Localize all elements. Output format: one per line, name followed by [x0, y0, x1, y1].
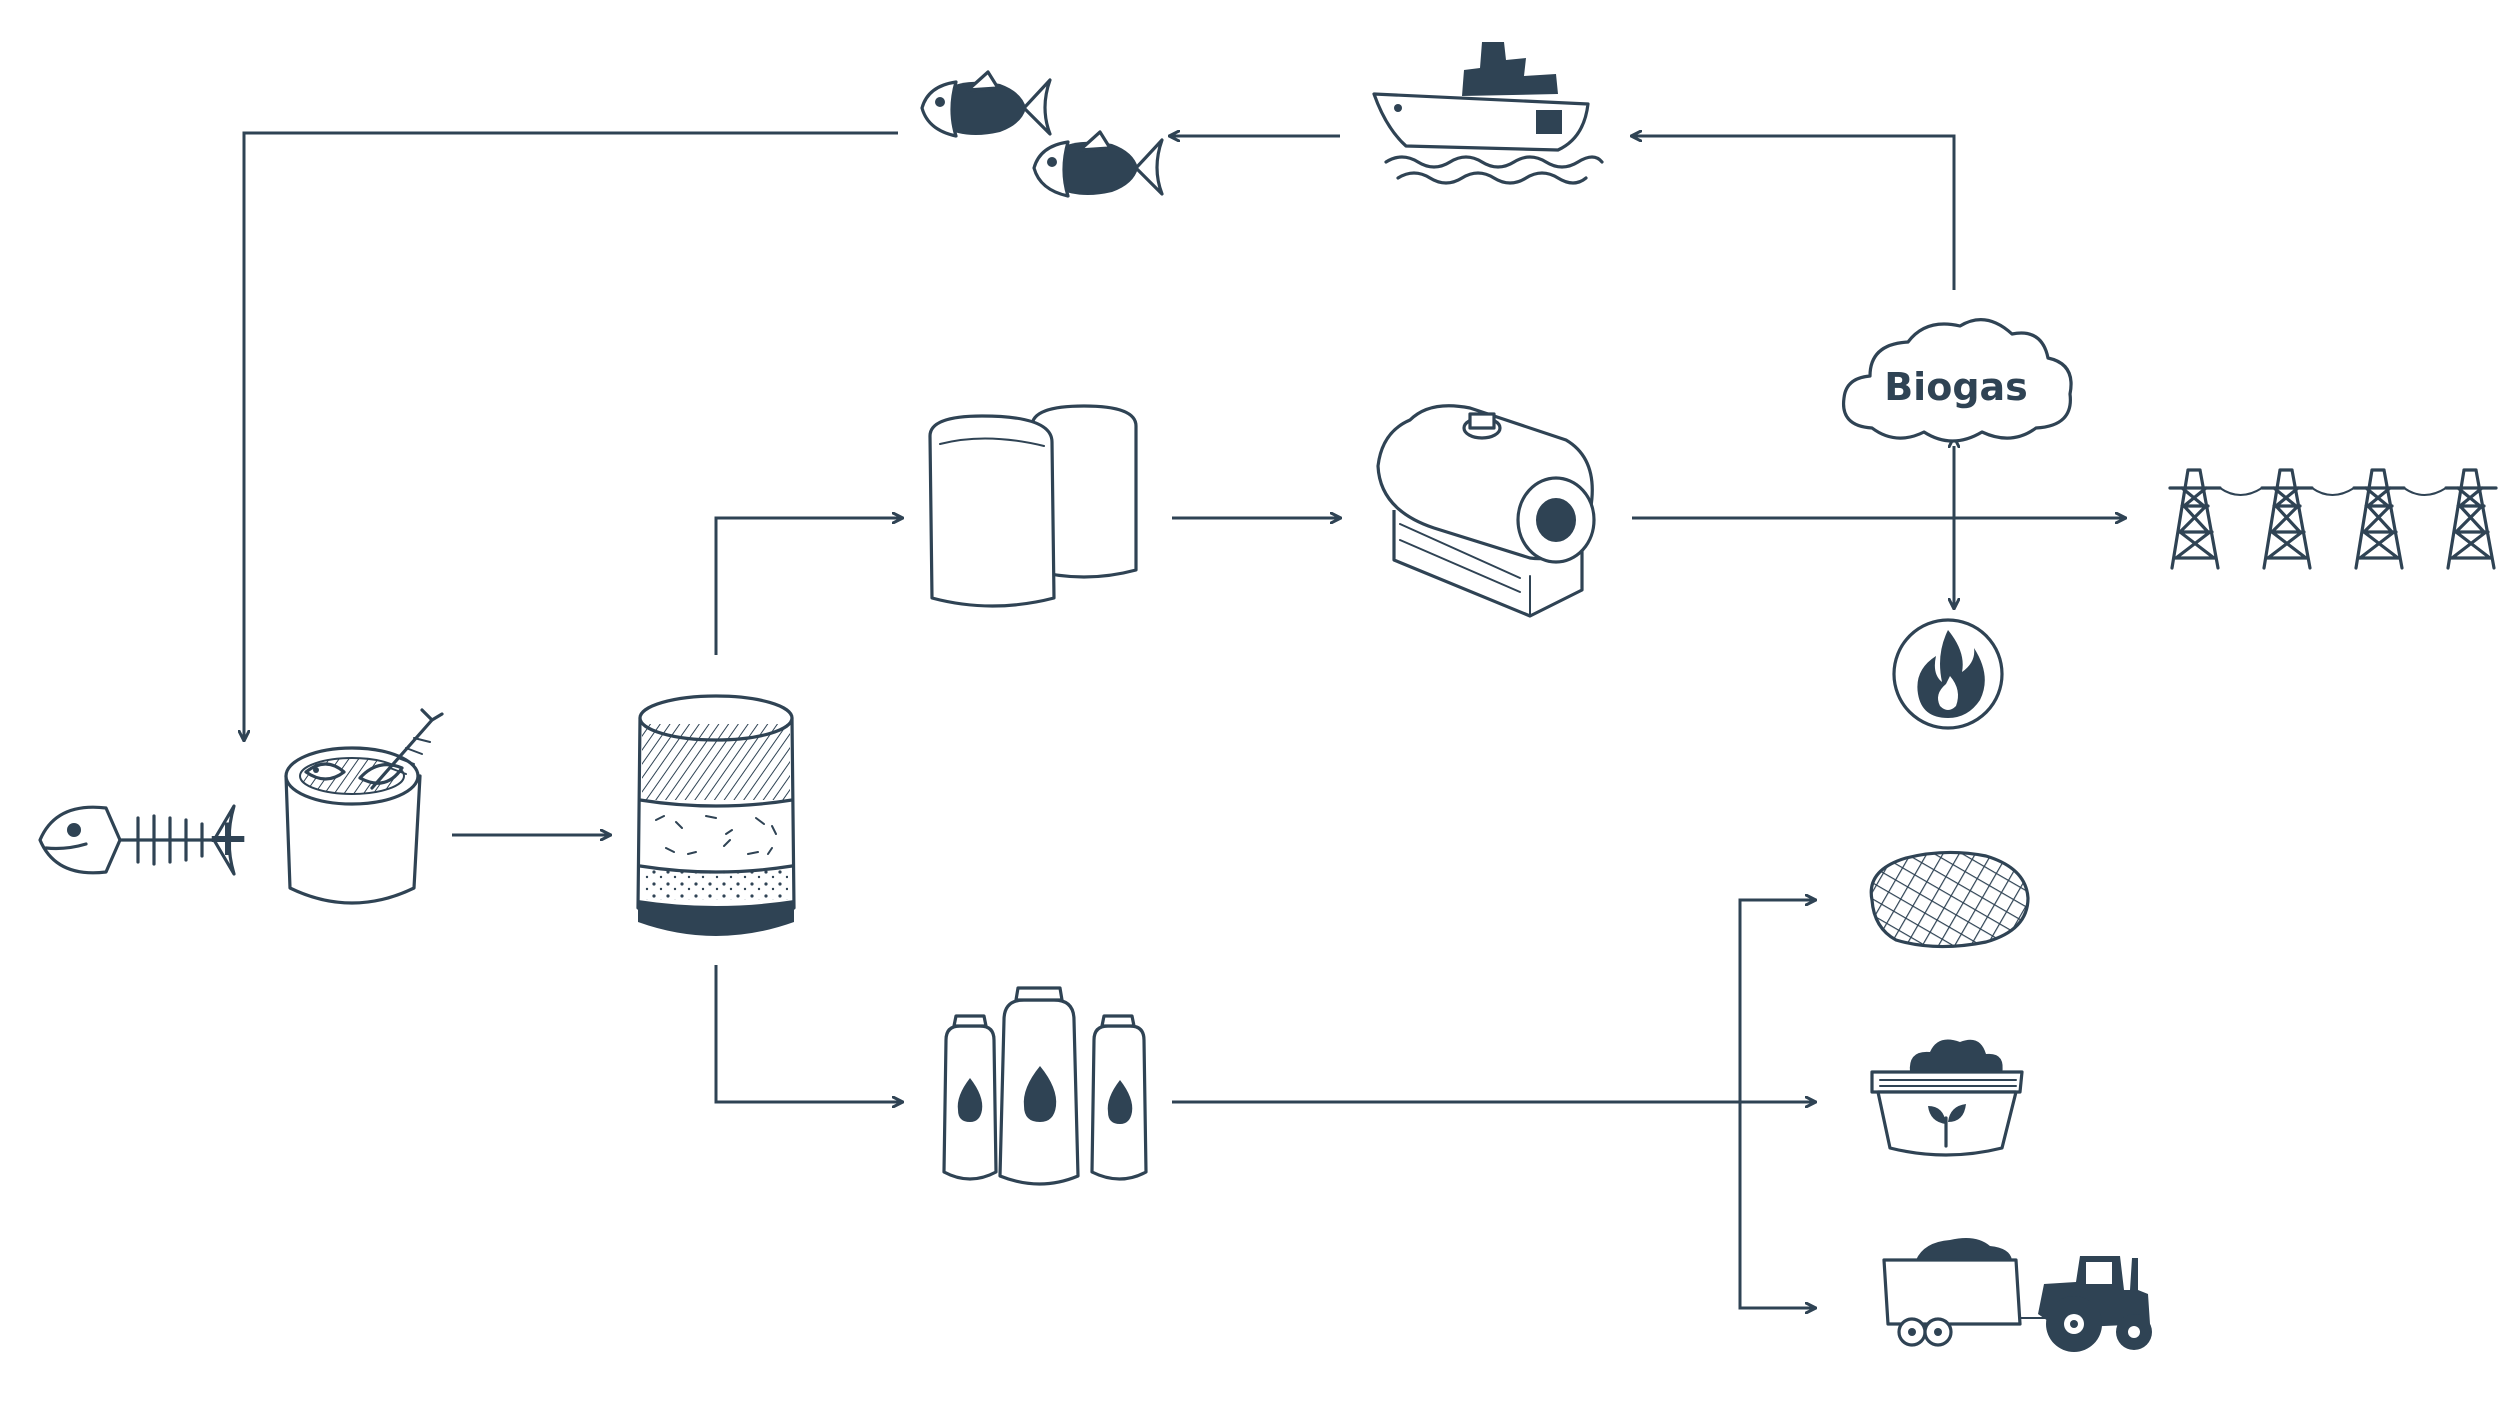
arrow-digester-to-liquid: [714, 965, 902, 1102]
generator-icon: [1376, 404, 1596, 618]
biogas-label: Biogas: [1884, 365, 2028, 409]
arrow-digester-to-storage: [714, 518, 902, 655]
arrow-biogas-to-ship: [1632, 136, 1956, 290]
plus-sign: +: [206, 808, 250, 868]
power-pylons-icon: [2168, 468, 2498, 570]
fish-icon: [920, 70, 1164, 198]
flame-icon: [1892, 618, 2004, 730]
storage-tanks-icon: [928, 404, 1138, 608]
arrow-to-tractor: [1738, 1102, 1815, 1308]
arrow-to-pellets: [1738, 900, 1815, 1102]
flow-arrows: [244, 133, 2125, 1308]
waste-bin-icon: [284, 708, 444, 905]
mesh-pellet-icon: [1869, 850, 2030, 949]
cloud-icon: Biogas: [1841, 318, 2073, 443]
tractor-trailer-icon: [1882, 1238, 2152, 1352]
arrow-fish-to-waste: [244, 131, 898, 740]
digester-tank-icon: [636, 694, 796, 936]
liquid-tanks-icon: [942, 986, 1148, 1186]
soil-pot-icon: [1870, 1039, 2024, 1157]
ship-icon: [1372, 42, 1604, 185]
fish-skeleton-icon: [38, 804, 236, 876]
